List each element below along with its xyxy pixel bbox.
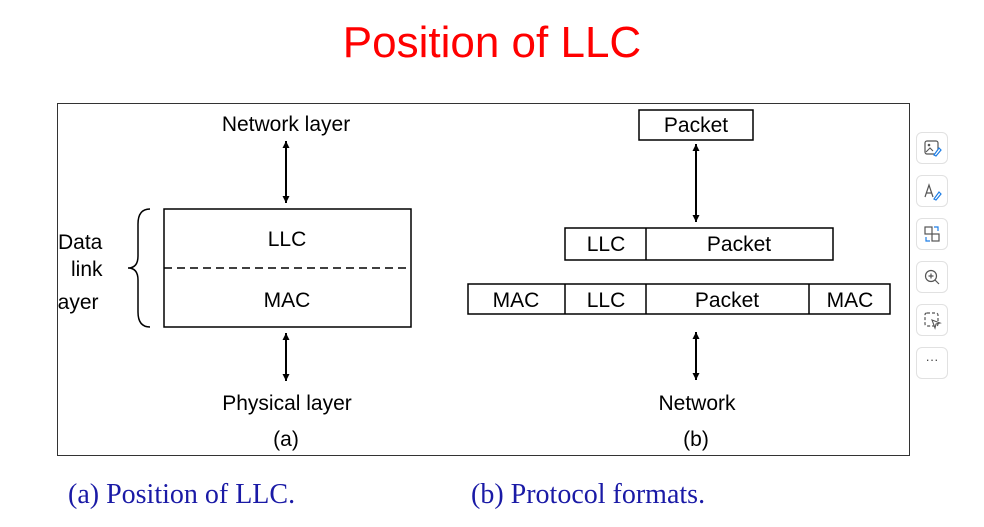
diagram-b-label: (b): [683, 428, 709, 451]
zoom-in-icon: [924, 269, 940, 285]
llc-bottom-label: LLC: [587, 289, 626, 312]
caption-b: (b) Protocol formats.: [471, 479, 706, 510]
data-link-label-line3: layer: [58, 291, 99, 314]
packet-bottom-label: Packet: [695, 289, 759, 312]
diagram-figure: Network layer LLC MAC Data link layer Ph…: [57, 103, 910, 456]
slide-title: Position of LLC: [342, 18, 642, 67]
translate-icon: [924, 226, 940, 242]
network-layer-label: Network layer: [222, 113, 350, 136]
more-icon: ···: [925, 352, 939, 367]
visual-search-icon: [924, 140, 942, 157]
text-edit-button[interactable]: [916, 175, 948, 207]
packet-top-label: Packet: [664, 114, 728, 137]
packet-mid-label: Packet: [707, 233, 771, 256]
diagram-canvas: Network layer LLC MAC Data link layer Ph…: [58, 109, 891, 451]
select-region-icon: [924, 312, 942, 330]
diagram-a-label: (a): [273, 428, 299, 451]
packet-top-box: [638, 109, 754, 141]
data-link-label-line2: link: [71, 258, 103, 281]
visual-search-button[interactable]: [916, 132, 948, 164]
mac-left-label: MAC: [493, 289, 540, 312]
translate-button[interactable]: [916, 218, 948, 250]
caption-a: (a) Position of LLC.: [68, 479, 296, 510]
data-link-label-line1: Data: [58, 231, 103, 254]
mac-label: MAC: [264, 289, 311, 312]
llc-packet-frame: [564, 227, 834, 261]
mac-right-label: MAC: [827, 289, 874, 312]
physical-layer-label: Physical layer: [222, 392, 352, 415]
select-region-button[interactable]: [916, 304, 948, 336]
llc-label: LLC: [268, 228, 307, 251]
text-edit-icon: [924, 183, 942, 201]
more-options-button[interactable]: ···: [916, 347, 948, 379]
network-label: Network: [658, 392, 736, 415]
data-link-brace: [127, 208, 151, 328]
image-toolbar: ···: [916, 132, 950, 390]
llc-mid-label: LLC: [587, 233, 626, 256]
zoom-in-button[interactable]: [916, 261, 948, 293]
mac-frame: [467, 283, 891, 315]
